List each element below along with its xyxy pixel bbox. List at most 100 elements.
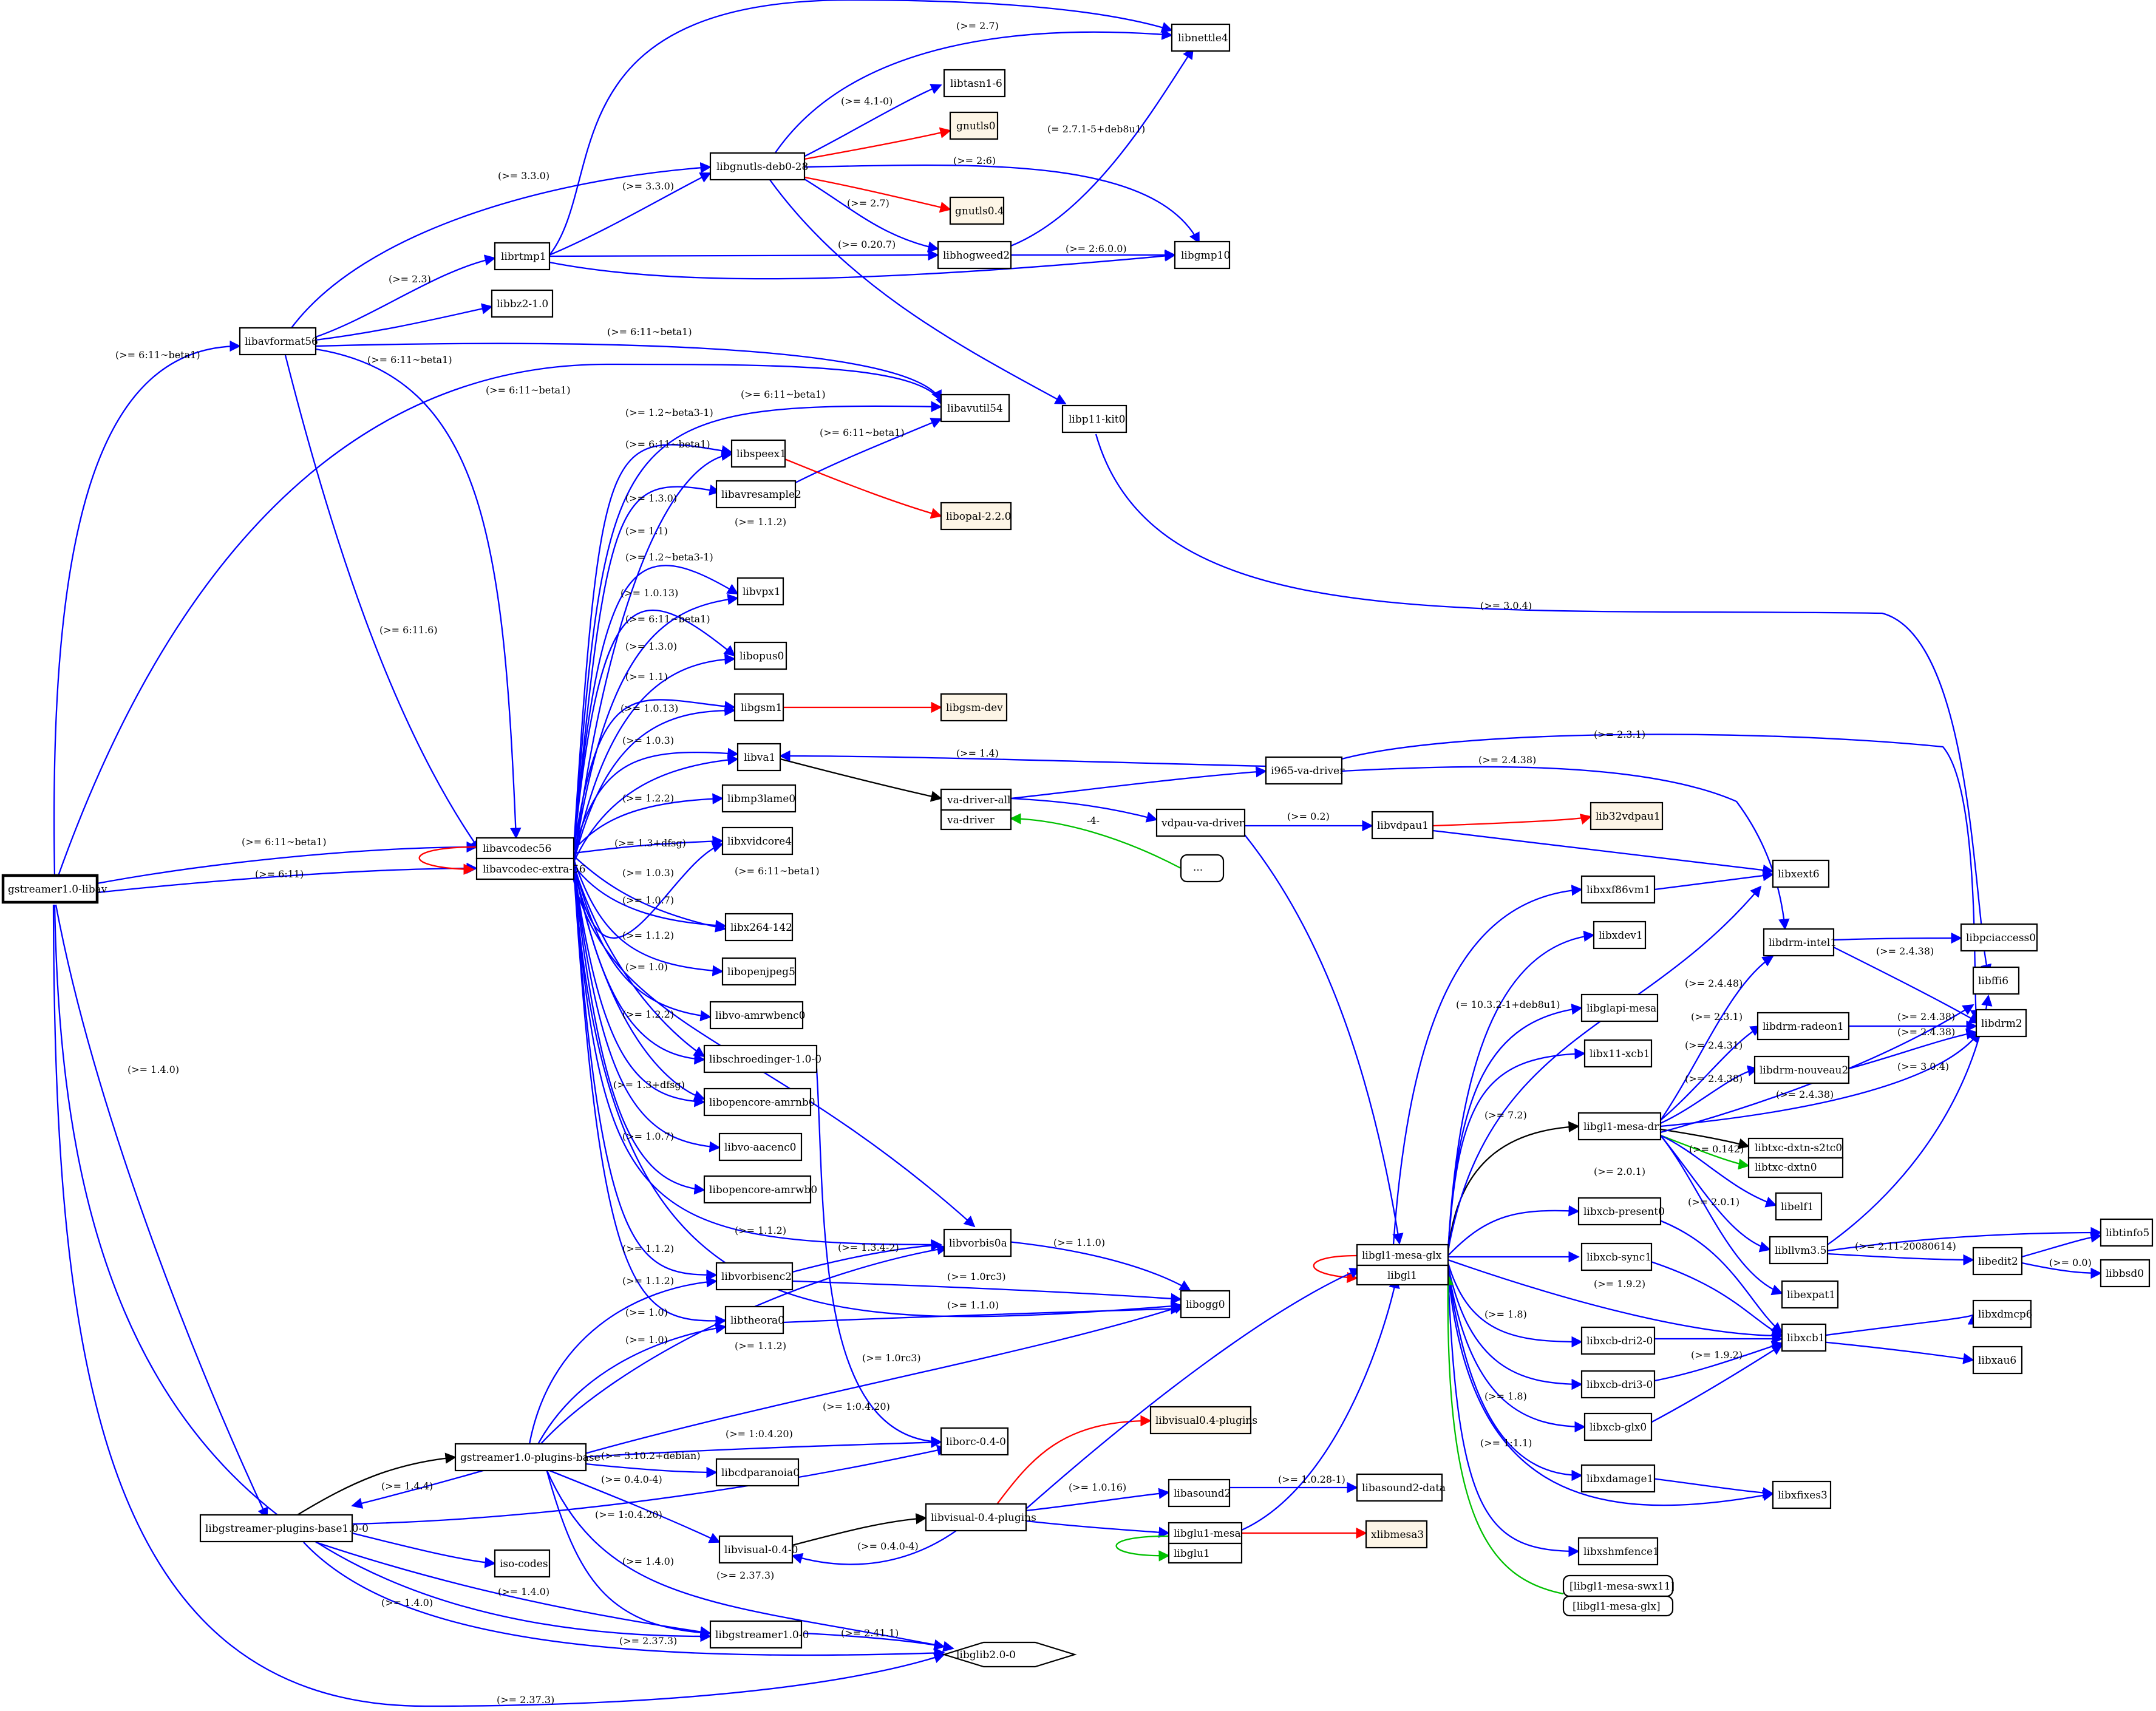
node-libllvm3-5[interactable]: libllvm3.5: [1769, 1236, 1829, 1265]
node-libxext6[interactable]: libxext6: [1772, 859, 1830, 888]
node-libtinfo5[interactable]: libtinfo5: [2100, 1218, 2154, 1247]
node-libdrm-radeon1[interactable]: libdrm-radeon1: [1756, 1012, 1850, 1041]
node-libdrm-nouveau2[interactable]: libdrm-nouveau2: [1753, 1055, 1850, 1084]
node-vdpau-va-driver[interactable]: vdpau-va-driver: [1155, 808, 1246, 837]
node-libgmp10[interactable]: libgmp10: [1174, 240, 1230, 270]
node-libedit2[interactable]: libedit2: [1972, 1247, 2023, 1276]
node-libxcb-dri2-0[interactable]: libxcb-dri2-0: [1580, 1326, 1656, 1355]
node-libopencore-amrnb0[interactable]: libopencore-amrnb0: [703, 1087, 815, 1117]
node-libvdpau1[interactable]: libvdpau1: [1371, 811, 1434, 840]
node-va-driver-all[interactable]: va-driver-all va-driver: [940, 788, 1012, 831]
node-libschroedinger-1-0-0[interactable]: libschroedinger-1.0-0: [703, 1044, 821, 1073]
edge-i965-drm2: [1341, 733, 1982, 1021]
node-libmp3lame0[interactable]: libmp3lame0: [721, 784, 797, 813]
node-libglapi-mesa[interactable]: libglapi-mesa: [1580, 993, 1659, 1022]
node-libtheora0[interactable]: libtheora0: [724, 1305, 784, 1335]
node-libvorbis0a[interactable]: libvorbis0a: [943, 1228, 1012, 1257]
node-libxdamage1[interactable]: libxdamage1: [1580, 1464, 1656, 1493]
node-gnutls0[interactable]: gnutls0: [949, 111, 999, 140]
node-libnettle4[interactable]: libnettle4: [1171, 23, 1231, 52]
edge-avc-x264: [573, 856, 727, 933]
edge-label: (>= 2.37.3): [497, 1694, 554, 1706]
edge-dri-drm2: [1660, 1031, 1981, 1128]
node-libxfixes3[interactable]: libxfixes3: [1772, 1480, 1832, 1509]
node-libgl1-mesa-glx[interactable]: libgl1-mesa-glx libgl1: [1356, 1243, 1449, 1286]
node-libopal-2-2-0[interactable]: libopal-2.2.0: [940, 502, 1012, 531]
node-libasound2[interactable]: libasound2: [1168, 1478, 1231, 1508]
node-libbz2-1-0[interactable]: libbz2-1.0: [491, 289, 554, 318]
node-gstreamer1-0-plugins-base[interactable]: gstreamer1.0-plugins-base: [454, 1443, 600, 1472]
node-libxvidcore4[interactable]: libxvidcore4: [721, 826, 794, 856]
edge-label: (>= 6:11~beta1): [367, 354, 452, 366]
node-libelf1[interactable]: libelf1: [1775, 1192, 1823, 1221]
node-xlibmesa3[interactable]: xlibmesa3: [1365, 1520, 1428, 1549]
node-libx264-142[interactable]: libx264-142: [724, 913, 794, 942]
node-libxcb1[interactable]: libxcb1: [1781, 1323, 1827, 1352]
node-libgsm1[interactable]: libgsm1: [733, 693, 784, 722]
node-libp11-kit0[interactable]: libp11-kit0: [1061, 404, 1127, 434]
node-libxdmcp6[interactable]: libxdmcp6: [1972, 1299, 2033, 1328]
node-libexpat1[interactable]: libexpat1: [1781, 1280, 1839, 1309]
node-libcdparanoia0[interactable]: libcdparanoia0: [715, 1458, 800, 1487]
node-libbsd0[interactable]: libbsd0: [2100, 1259, 2151, 1288]
node-libavresample2[interactable]: libavresample2: [715, 480, 801, 509]
node-libvorbisenc2[interactable]: libvorbisenc2: [715, 1262, 794, 1291]
node-libogg0[interactable]: libogg0: [1180, 1290, 1231, 1319]
node-lib32vdpau1[interactable]: lib32vdpau1: [1590, 801, 1664, 831]
node-libgl1-mesa-swx11[interactable]: [libgl1-mesa-swx11] [libgl1-mesa-glx]: [1562, 1574, 1675, 1617]
node-libopencore-amrwb0[interactable]: libopencore-amrwb0: [703, 1175, 817, 1204]
node-libglib2-0-0[interactable]: libglib2.0-0: [942, 1641, 1077, 1668]
node-ellipsis[interactable]: ...: [1180, 854, 1225, 883]
node-libavformat56[interactable]: libavformat56: [239, 327, 318, 356]
edge-pluginsbase-ogg: [582, 1303, 1185, 1455]
node-i965-va-driver[interactable]: i965-va-driver: [1265, 756, 1345, 785]
node-libvisual-0-4-plugins[interactable]: libvisual-0.4-plugins: [925, 1503, 1036, 1532]
node-libgl1-mesa-dri[interactable]: libgl1-mesa-dri: [1577, 1112, 1662, 1141]
node-librtmp1[interactable]: librtmp1: [494, 242, 551, 271]
node-libxcb-present0[interactable]: libxcb-present0: [1577, 1197, 1665, 1226]
node-iso-codes[interactable]: iso-codes: [494, 1549, 551, 1578]
node-libvo-amrwbenc0[interactable]: libvo-amrwbenc0: [709, 1001, 806, 1030]
node-libffi6[interactable]: libffi6: [1972, 966, 2020, 995]
node-libxdev1[interactable]: libxdev1: [1593, 920, 1647, 950]
node-libxxf86vm1[interactable]: libxxf86vm1: [1580, 875, 1656, 904]
node-libavutil54[interactable]: libavutil54: [940, 393, 1010, 423]
node-libdrm2[interactable]: libdrm2: [1975, 1009, 2027, 1038]
node-libtxc-dxtn-s2tc0[interactable]: libtxc-dxtn-s2tc0 libtxc-dxtn0: [1747, 1137, 1844, 1179]
node-libxcb-glx0[interactable]: libxcb-glx0: [1583, 1412, 1653, 1441]
node-libopenjpeg5[interactable]: libopenjpeg5: [721, 957, 797, 986]
node-libtasn1-6[interactable]: libtasn1-6: [943, 69, 1006, 98]
node-libvisual-0-4-0[interactable]: libvisual-0.4-0: [718, 1535, 798, 1564]
node-libgsm-dev[interactable]: libgsm-dev: [940, 693, 1008, 722]
node-label: gstreamer1.0-plugins-base: [460, 1452, 600, 1464]
node-liborc-0-4-0[interactable]: liborc-0.4-0: [940, 1427, 1009, 1456]
node-libgstreamer1-0-0[interactable]: libgstreamer1.0-0: [709, 1620, 809, 1649]
node-label: libxfixes3: [1778, 1489, 1828, 1502]
node-libvpx1[interactable]: libvpx1: [736, 577, 784, 606]
node-libxshmfence1[interactable]: libxshmfence1: [1577, 1537, 1659, 1566]
edge-avf-avutil: [315, 342, 942, 402]
node-libhogweed2[interactable]: libhogweed2: [937, 240, 1012, 270]
node-libopus0[interactable]: libopus0: [733, 641, 787, 670]
node-libspeex1[interactable]: libspeex1: [730, 439, 786, 468]
edge-rtmp-nettle: [549, 0, 1173, 256]
node-libxcb-dri3-0[interactable]: libxcb-dri3-0: [1580, 1370, 1656, 1399]
node-libvisual0-4-plugins[interactable]: libvisual0.4-plugins: [1149, 1406, 1257, 1435]
node-libxau6[interactable]: libxau6: [1972, 1345, 2023, 1375]
edge-glglx-self: [1313, 1254, 1358, 1284]
node-libgstreamer-plugins-base1-0-0[interactable]: libgstreamer-plugins-base1.0-0: [199, 1514, 369, 1543]
node-label: libasound2: [1174, 1488, 1231, 1500]
node-libdrm-intel1[interactable]: libdrm-intel1: [1763, 928, 1837, 957]
node-libasound2-data[interactable]: libasound2-data: [1356, 1473, 1446, 1502]
node-libpciaccess0[interactable]: libpciaccess0: [1960, 923, 2038, 952]
node-libvo-aacenc0[interactable]: libvo-aacenc0: [718, 1132, 803, 1162]
node-gnutls0-4[interactable]: gnutls0.4: [949, 196, 1005, 225]
node-libx11-xcb1[interactable]: libx11-xcb1: [1583, 1039, 1653, 1068]
node-libva1[interactable]: libva1: [736, 743, 781, 772]
node-libglu1-mesa[interactable]: libglu1-mesa libglu1: [1168, 1522, 1243, 1564]
node-libxcb-sync1[interactable]: libxcb-sync1: [1580, 1242, 1653, 1271]
edge-glu-glglx: [1241, 1277, 1400, 1531]
node-gstreamer1-0-libav[interactable]: gstreamer1.0-libav: [1, 874, 107, 904]
node-libgnutls-deb0-28[interactable]: libgnutls-deb0-28: [709, 152, 808, 181]
node-libavcodec56[interactable]: libavcodec56 libavcodec-extra-56: [475, 837, 586, 880]
